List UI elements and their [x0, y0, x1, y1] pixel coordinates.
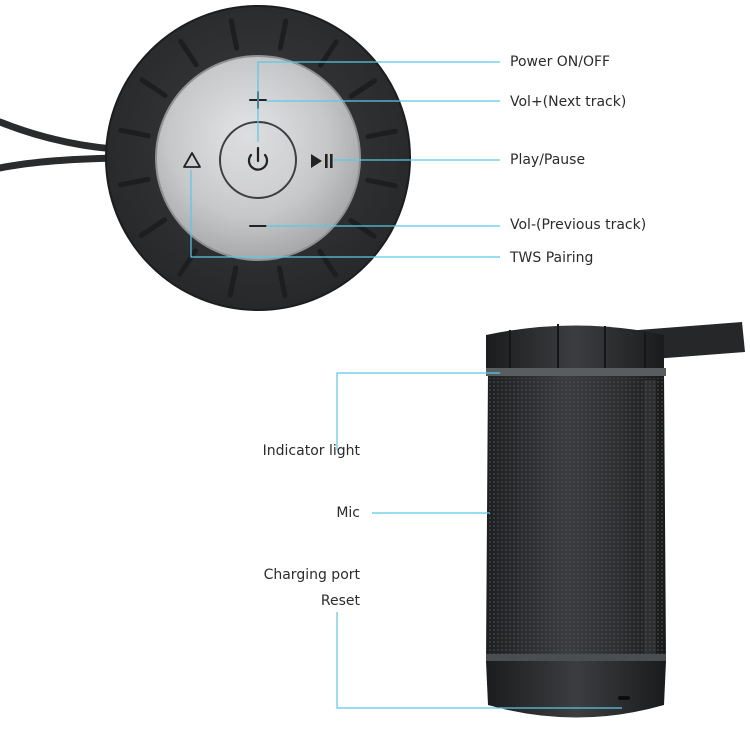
callout-tws-pairing: TWS Pairing	[510, 250, 594, 266]
callout-power: Power ON/OFF	[510, 54, 611, 70]
ring-groove	[177, 248, 198, 277]
ring-groove	[365, 128, 398, 140]
play-pause-icon[interactable]	[311, 154, 333, 168]
ring-groove	[276, 265, 288, 298]
callout-indicator-light: Indicator light	[262, 443, 360, 459]
ring-groove	[227, 265, 239, 298]
side-view-speaker	[486, 322, 745, 718]
callout-mic: Mic	[336, 505, 360, 521]
ring-groove	[118, 127, 151, 139]
power-icon[interactable]	[247, 146, 269, 171]
ring-groove	[348, 78, 378, 99]
callout-charging-port: Charging port	[263, 567, 360, 583]
ring-groove	[348, 218, 377, 239]
ring-groove	[139, 77, 168, 98]
ring-groove	[318, 39, 339, 68]
ring-groove	[118, 176, 151, 188]
callout-vol-up: Vol+(Next track)	[510, 94, 627, 110]
callout-reset: Reset	[320, 593, 360, 609]
ring-groove	[317, 248, 338, 278]
top-leader-lines	[190, 61, 500, 258]
callout-play-pause: Play/Pause	[510, 152, 586, 168]
ring-groove	[365, 177, 398, 189]
callout-vol-down: Vol-(Previous track)	[510, 217, 647, 233]
ring-groove	[228, 18, 240, 51]
side-leader-lines	[336, 372, 622, 709]
ring-groove	[138, 217, 168, 238]
triangle-icon[interactable]	[183, 152, 201, 168]
ring-groove	[277, 18, 289, 51]
ring-groove	[178, 38, 199, 68]
